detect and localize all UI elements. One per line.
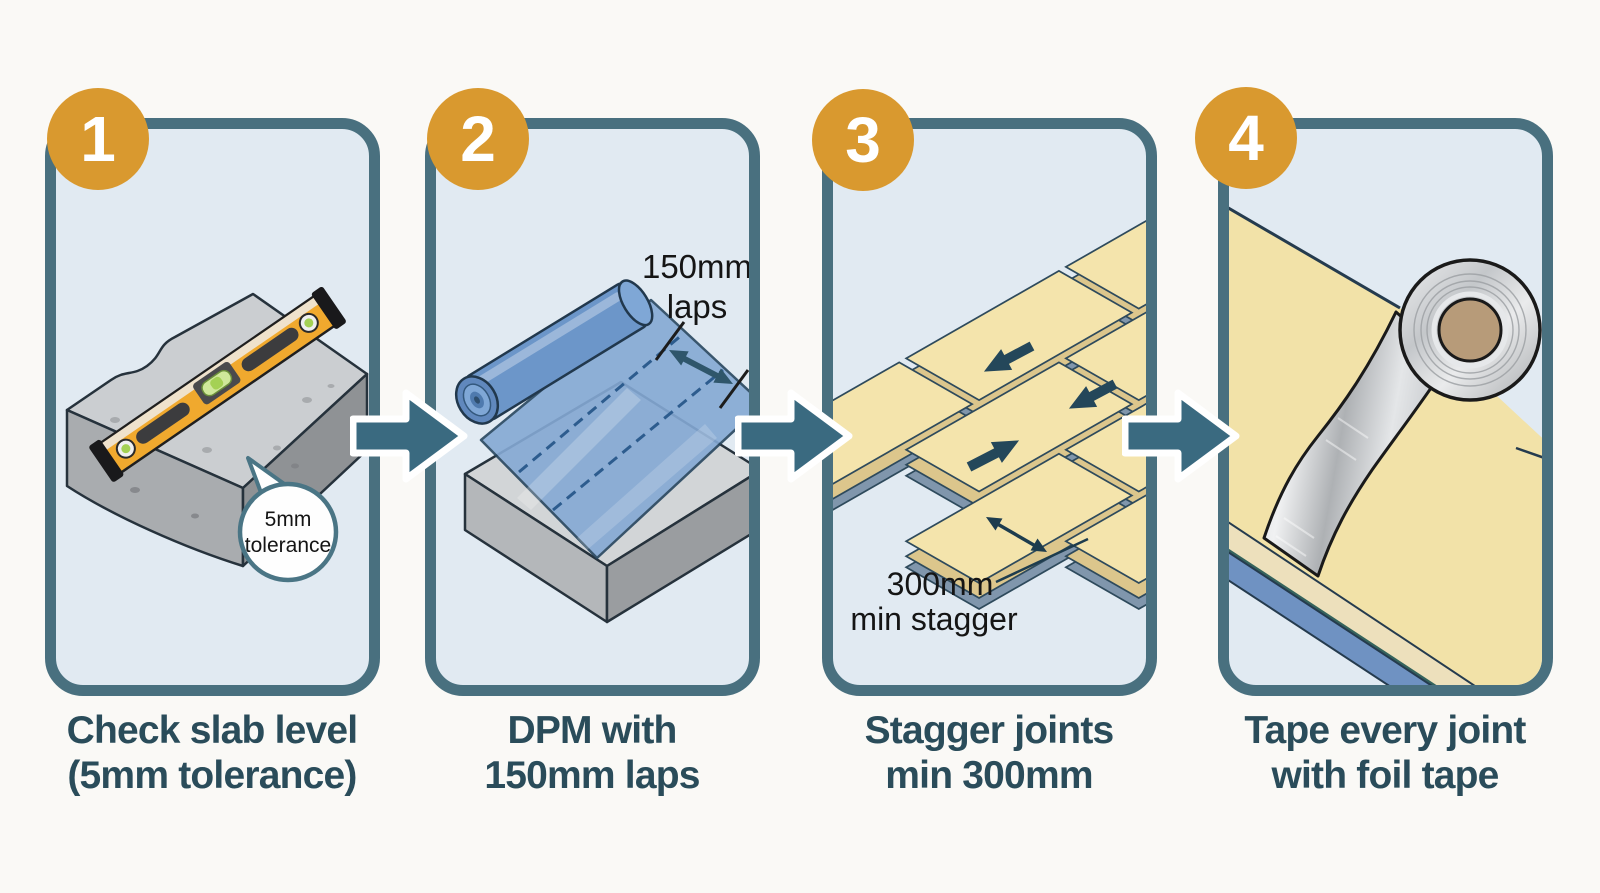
step-4-caption-line1: Tape every joint (1244, 709, 1526, 752)
foil-tape-roll (1398, 258, 1542, 402)
stagger-annotation-line1: 300mm (887, 566, 994, 602)
step-1-caption-line1: Check slab level (66, 709, 359, 752)
bubble-annotation-line2: tolerance (245, 534, 331, 557)
spirit-level (89, 287, 346, 482)
stagger-dimension-arrow (986, 517, 1047, 552)
foil-tape-strip (1262, 310, 1452, 578)
step-2-badge: 2 (427, 88, 529, 190)
step-4-badge: 4 (1195, 87, 1297, 189)
laps-annotation: 150mm laps (642, 248, 752, 409)
step-1-badge: 1 (47, 88, 149, 190)
slab-level-illustration: 5mm tolerance (65, 287, 369, 583)
laps-annotation-line1: 150mm (642, 248, 752, 285)
step-3-badge: 3 (812, 89, 914, 191)
dpm-illustration: 150mm laps (454, 248, 752, 624)
step-1-panel: 5mm tolerance (45, 118, 380, 696)
step-2-caption-line2: 150mm laps (484, 754, 700, 798)
step-3-caption-line1: Stagger joints (864, 709, 1115, 752)
laps-annotation-line2: laps (667, 288, 728, 325)
slab-front-speckles (130, 463, 299, 519)
step-4-number: 4 (1228, 102, 1264, 174)
insulation-boards (833, 178, 1146, 610)
laps-dimension-arrow (669, 350, 733, 384)
dpm-roll (454, 279, 654, 425)
tolerance-speech-bubble: 5mm tolerance (237, 456, 339, 583)
lap-line-dashed-2 (552, 368, 724, 512)
step-2-panel: 150mm laps (425, 118, 760, 696)
step-4-panel (1218, 118, 1553, 696)
step-3-number: 3 (845, 104, 881, 176)
arrow-step1-to-step2-icon (350, 389, 468, 483)
dpm-edge-strip (1229, 551, 1433, 685)
step-4-caption-line2: with foil tape (1271, 754, 1499, 798)
step-1-caption: Check slab level (5mm tolerance) (2, 708, 422, 798)
foil-tape-illustration (1229, 206, 1542, 685)
step-4-caption: Tape every joint with foil tape (1175, 708, 1595, 798)
step-3-panel: 300mm min stagger (822, 118, 1157, 696)
stagger-annotation: 300mm min stagger (850, 517, 1089, 637)
lay-direction-arrows (966, 341, 1118, 472)
arrow-step3-to-step4-icon (1122, 389, 1240, 483)
step-1-number: 1 (80, 103, 116, 175)
board-edge-layers (1229, 521, 1476, 685)
stagger-illustration: 300mm min stagger (833, 178, 1146, 637)
step-3-caption-line2: min 300mm (885, 754, 1093, 798)
dpm-sheet (479, 298, 749, 560)
step-2-number: 2 (460, 103, 496, 175)
bubble-annotation-line1: 5mm (265, 508, 312, 531)
step-2-caption-line1: DPM with (507, 709, 677, 752)
step-2-caption: DPM with 150mm laps (382, 708, 802, 798)
roll-core (1437, 297, 1503, 363)
arrow-step2-to-step3-icon (735, 389, 853, 483)
step-1-caption-line2: (5mm tolerance) (67, 754, 357, 798)
stagger-annotation-line2: min stagger (850, 601, 1018, 637)
step-3-caption: Stagger joints min 300mm (779, 708, 1199, 798)
